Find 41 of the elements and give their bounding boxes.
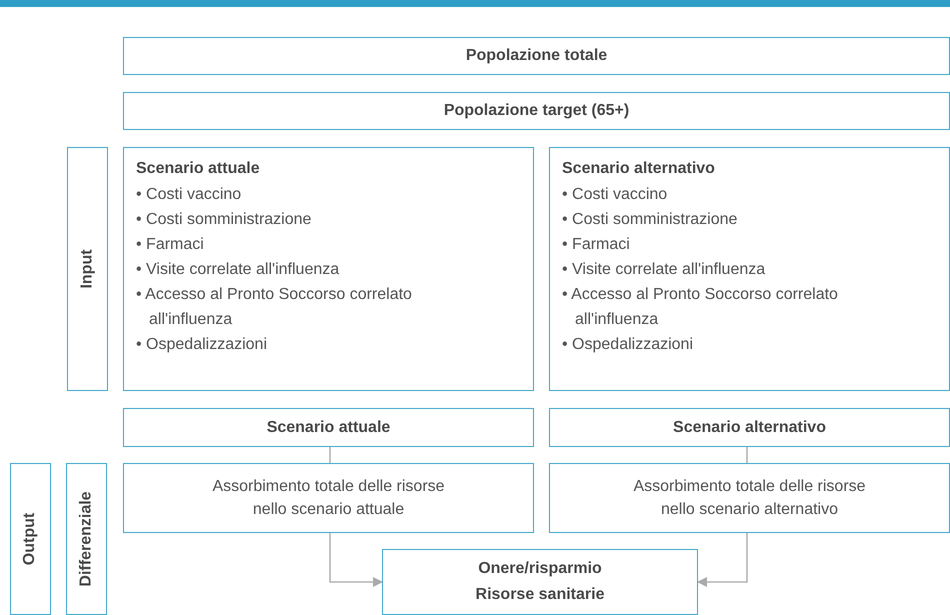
box-text: Scenario attuale [266,418,390,436]
box-text: Popolazione target (65+) [444,102,630,120]
side-band [67,147,108,391]
list-item: • Costi vaccino [136,185,242,205]
box-text: Popolazione totale [466,47,608,65]
band-label: Differenziale [78,491,96,587]
side-band [66,463,107,615]
side-band [10,463,51,615]
box-heading: Scenario attuale [136,160,260,178]
header-box [549,408,950,447]
connector-line [329,447,331,463]
box-text: Risorse sanitarie [476,585,604,605]
list-item: • Costi somministrazione [562,210,738,230]
list-item: • Ospedalizzazioni [136,335,268,355]
arrow [697,533,748,587]
list-item: • Visite correlate all'influenza [562,260,766,280]
list-item: • Costi vaccino [562,185,668,205]
arrow [329,533,383,587]
box-text: Assorbimento totale delle risorse nello scenario alternativo [632,477,867,520]
result-box [123,463,534,533]
result-box [549,463,950,533]
box-text: Assorbimento totale delle risorse nello scenario attuale [211,477,446,520]
list-item: • Visite correlate all'influenza [136,260,340,280]
outcome-box [382,549,698,615]
header-box [123,92,950,130]
list-item: • Ospedalizzazioni [562,335,694,355]
header-box [123,37,950,75]
band-label: Output [22,512,40,566]
scenario-box [549,147,950,391]
header-box [123,408,534,447]
scenario-box [123,147,534,391]
box-text: Onere/risparmio [478,559,602,579]
list-item: • Farmaci [136,235,205,255]
list-item: • Accesso al Pronto Soccorso correlato all'influenza [562,285,839,330]
list-item: • Costi somministrazione [136,210,312,230]
box-text: Scenario alternativo [673,418,826,436]
list-item: • Accesso al Pronto Soccorso correlato all'influenza [136,285,413,330]
list-item: • Farmaci [562,235,631,255]
band-label: Input [78,249,96,289]
box-heading: Scenario alternativo [562,160,715,178]
connector-line [746,447,748,463]
